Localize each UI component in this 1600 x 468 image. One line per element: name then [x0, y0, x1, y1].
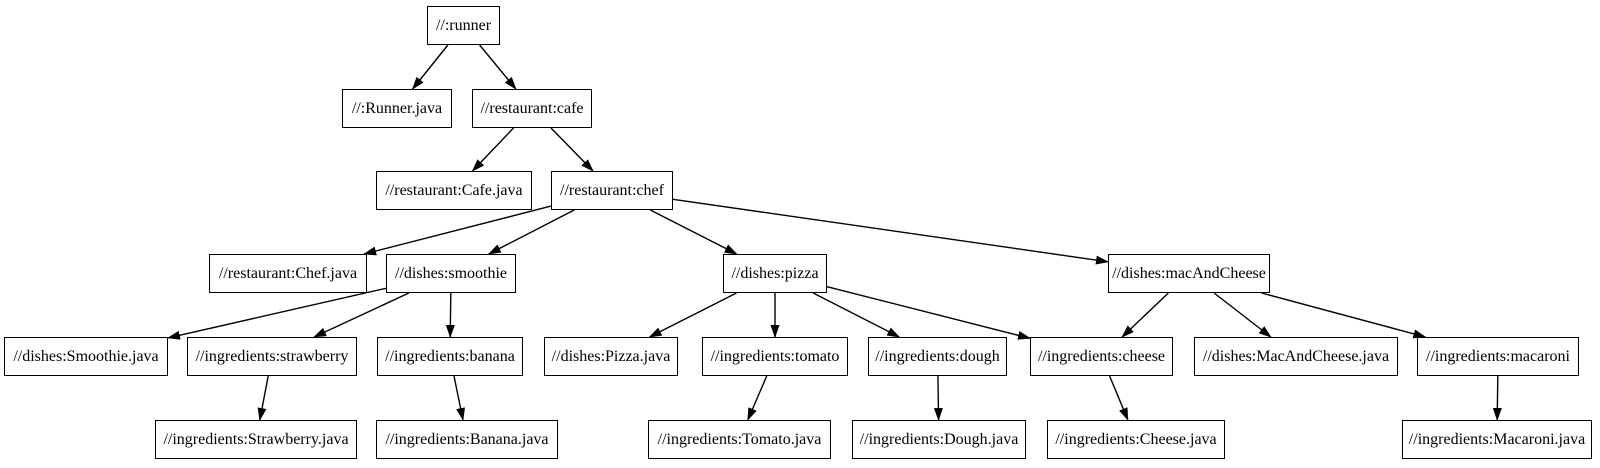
graph-edge-smoothie--smoothie-java [167, 287, 387, 340]
graph-edge-mac-and-cheese--mac-and-cheese-java [1213, 292, 1272, 338]
graph-edge-strawberry--strawberry-java [257, 375, 269, 421]
graph-node-macaroni: //ingredients:macaroni [1417, 337, 1579, 376]
graph-edge-cheese--cheese-java [1108, 375, 1129, 421]
graph-node-mac-and-cheese-java: //dishes:MacAndCheese.java [1194, 337, 1398, 376]
graph-edge-chef--smoothie [487, 209, 575, 255]
graph-node-banana-java: //ingredients:Banana.java [376, 420, 558, 459]
graph-edge-chef--mac-and-cheese [672, 198, 1109, 265]
graph-edge-macaroni--macaroni-java [1492, 375, 1502, 421]
graph-edge-pizza--dough [812, 292, 901, 338]
graph-node-banana: //ingredients:banana [377, 337, 523, 376]
graph-edge-chef--pizza [649, 209, 738, 255]
graph-node-dough: //ingredients:dough [868, 337, 1007, 376]
graph-edge-smoothie--banana [445, 292, 455, 338]
graph-edge-banana--banana-java [453, 375, 466, 421]
graph-node-cafe: //restaurant:cafe [472, 89, 592, 128]
graph-edge-tomato--tomato-java [747, 375, 768, 421]
graph-node-cheese: //ingredients:cheese [1030, 337, 1173, 376]
graph-node-chef-java: //restaurant:Chef.java [209, 254, 367, 293]
graph-node-cheese-java: //ingredients:Cheese.java [1047, 420, 1225, 459]
graph-node-smoothie: //dishes:smoothie [386, 254, 516, 293]
graph-edge-cafe--chef [550, 127, 594, 172]
graph-edge-pizza--cheese [826, 286, 1031, 340]
graph-node-mac-and-cheese: //dishes:macAndCheese [1108, 254, 1270, 293]
graph-edge-smoothie--strawberry [313, 292, 410, 338]
graph-edge-dough--dough-java [933, 375, 943, 421]
graph-edge-mac-and-cheese--macaroni [1261, 292, 1427, 339]
graph-edge-chef--chef-java [363, 205, 552, 256]
graph-node-strawberry: //ingredients:strawberry [187, 337, 357, 376]
graph-node-chef: //restaurant:chef [551, 171, 673, 210]
graph-edge-runner--runner-java [411, 44, 449, 90]
graph-node-macaroni-java: //ingredients:Macaroni.java [1402, 420, 1592, 459]
graph-edge-mac-and-cheese--cheese [1121, 292, 1169, 338]
graph-node-tomato-java: //ingredients:Tomato.java [648, 420, 831, 459]
graph-node-cafe-java: //restaurant:Cafe.java [376, 171, 532, 210]
graph-node-tomato: //ingredients:tomato [702, 337, 848, 376]
graph-node-dough-java: //ingredients:Dough.java [852, 420, 1026, 459]
graph-node-runner-java: //:Runner.java [342, 89, 452, 128]
graph-node-pizza-java: //dishes:Pizza.java [544, 337, 678, 376]
graph-edge-runner--cafe [479, 44, 517, 90]
graph-edge-cafe--cafe-java [471, 127, 515, 172]
graph-node-smoothie-java: //dishes:Smoothie.java [4, 337, 168, 376]
graph-node-runner: //:runner [427, 6, 500, 45]
graph-node-strawberry-java: //ingredients:Strawberry.java [155, 420, 357, 459]
graph-node-pizza: //dishes:pizza [723, 254, 827, 293]
graph-edge-pizza--pizza-java [648, 292, 737, 338]
